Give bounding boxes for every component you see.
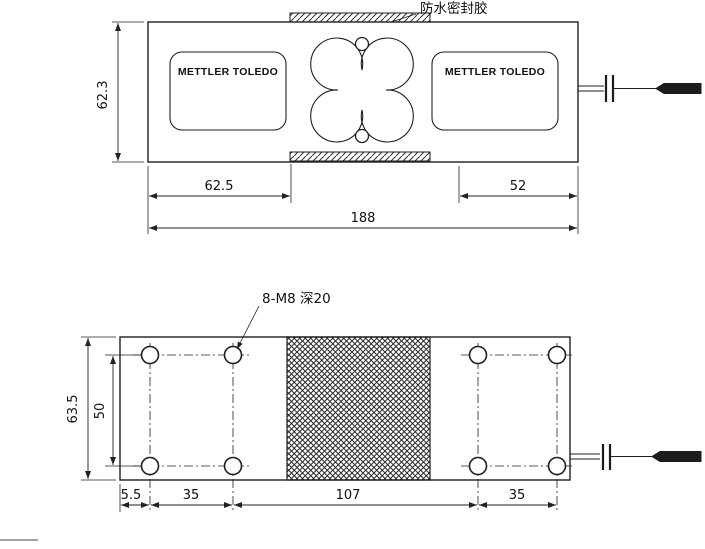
dim-left-pitch-label: 35 [183, 488, 200, 503]
brand-plate-right [431, 51, 559, 131]
knurled-surface [286, 336, 431, 481]
dim-plate-height-label: 63.5 [66, 395, 81, 424]
sealant-label: 防水密封胶 [420, 0, 488, 17]
cable-plug-bottom [651, 451, 702, 462]
mounting-hole [547, 345, 567, 365]
mounting-hole [223, 345, 243, 365]
mounting-hole [223, 456, 243, 476]
mounting-hole [468, 456, 488, 476]
top-view: METTLER TOLEDO METTLER TOLEDO 防水密封胶 62.3… [96, 0, 702, 234]
dim-right-span-label: 52 [510, 179, 527, 194]
sealant-strip-top [289, 12, 431, 23]
brand-label-left: METTLER TOLEDO [178, 66, 278, 78]
cable-bottom [570, 444, 702, 470]
mounting-hole [547, 456, 567, 476]
dim-hole-row-spacing-label: 50 [93, 403, 108, 420]
dim-center-span-label: 107 [336, 488, 361, 503]
dim-edge-offset-label: 5.5 [121, 488, 142, 503]
flexure-hole-bottom [354, 128, 370, 144]
mounting-hole [140, 345, 160, 365]
bottom-view: 8-M8 深20 63.5 50 5.5 35 107 35 [66, 291, 702, 512]
holes-label: 8-M8 深20 [262, 291, 331, 307]
sealant-leader-line [390, 13, 417, 23]
dim-total-length-label: 188 [351, 211, 376, 226]
dim-height-label: 62.3 [96, 81, 111, 110]
holes-leader-line [236, 305, 260, 350]
dim-right-pitch-label: 35 [509, 488, 526, 503]
brand-label-right: METTLER TOLEDO [445, 66, 545, 78]
brand-plate-left [169, 51, 287, 131]
mounting-hole [468, 345, 488, 365]
flexure-cutout [310, 37, 414, 143]
cable-plug-top [655, 83, 702, 94]
mounting-hole [140, 456, 160, 476]
cable-top [578, 75, 702, 102]
sealant-strip-bottom [289, 151, 431, 162]
flexure-hole-top [354, 36, 370, 52]
dim-left-span-label: 62.5 [205, 179, 234, 194]
